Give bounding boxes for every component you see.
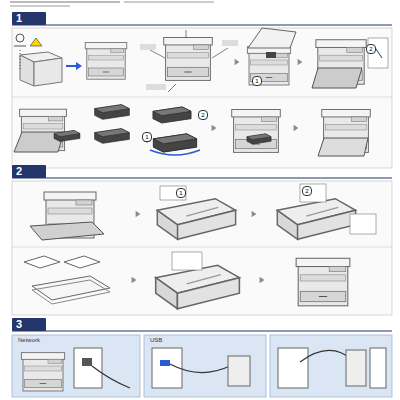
rect-shape [160, 360, 170, 366]
rect-shape [10, 5, 70, 7]
rect-shape [266, 52, 276, 58]
outline-shape [92, 366, 130, 388]
rect-shape [82, 358, 92, 366]
device-drawing [132, 277, 137, 283]
device-drawing [296, 258, 350, 306]
rect-shape [124, 1, 214, 3]
leader-line [14, 46, 26, 47]
outline-shape [30, 38, 42, 46]
rect-shape [222, 40, 238, 46]
section-tab: 3 [12, 318, 46, 331]
callout-number: 2 [198, 110, 208, 120]
device-drawing [85, 42, 127, 79]
panel-label: Network [18, 337, 40, 344]
leader-line [12, 178, 392, 179]
rect-shape [12, 335, 140, 397]
device-drawing [277, 199, 355, 240]
device-drawing [212, 125, 217, 131]
rect-shape [346, 350, 366, 386]
rect-shape [12, 181, 392, 315]
device-drawing [260, 277, 265, 283]
rect-shape [228, 356, 250, 386]
section-tab: 2 [12, 165, 46, 178]
device-drawing [153, 134, 196, 152]
outline-shape [150, 150, 200, 155]
device-drawing [95, 105, 130, 120]
device-drawing [247, 134, 271, 144]
leader-line [20, 50, 21, 70]
callout-number: 2 [366, 44, 376, 54]
rect-shape [10, 1, 120, 3]
device-drawing [247, 47, 290, 85]
leader-line [186, 30, 187, 38]
rect-shape [144, 335, 266, 397]
callout-number: 2 [302, 186, 312, 196]
outline-shape [170, 364, 230, 373]
section-tab: 1 [12, 12, 46, 25]
device-drawing [252, 211, 257, 217]
leader-line [212, 48, 228, 58]
device-drawing [156, 265, 240, 308]
rect-shape [140, 44, 156, 50]
rect-shape [160, 186, 186, 200]
rect-shape [350, 214, 376, 234]
outline-shape [32, 280, 110, 304]
outline-shape [24, 256, 60, 268]
rect-shape [74, 348, 102, 388]
section-number: 2 [16, 165, 22, 177]
device-drawing [54, 131, 80, 142]
section-number: 3 [16, 318, 22, 330]
device-drawing [136, 211, 141, 217]
device-drawing [153, 107, 191, 123]
section-number: 1 [16, 12, 22, 24]
rect-shape [370, 348, 386, 388]
outline-shape [20, 55, 34, 86]
outline-shape [312, 68, 362, 88]
outline-shape [66, 65, 76, 67]
device-drawing [21, 353, 64, 391]
outline-shape [76, 62, 82, 70]
callout-number: 1 [142, 132, 152, 142]
device-drawing [298, 59, 303, 65]
device-drawing [157, 199, 235, 240]
device-drawing [164, 37, 213, 80]
circle-shape [16, 34, 24, 42]
outline-shape [64, 256, 100, 268]
leader-line [150, 50, 165, 58]
outline-shape [300, 350, 352, 362]
device-drawing [235, 59, 240, 65]
device-drawing [232, 109, 281, 152]
leader-line [12, 247, 392, 248]
rect-shape [300, 184, 326, 202]
leader-line [12, 97, 392, 98]
rect-shape [270, 335, 392, 397]
device-drawing [294, 125, 299, 131]
leader-line [12, 331, 392, 332]
rect-shape [12, 28, 392, 168]
rect-shape [278, 348, 308, 388]
callout-number: 1 [176, 188, 186, 198]
leader-line [12, 25, 392, 26]
outline-shape [318, 138, 368, 156]
outline-shape [30, 222, 104, 240]
device-drawing [95, 129, 130, 144]
outline-shape [248, 28, 296, 48]
callout-number: 1 [252, 76, 262, 86]
rect-shape [146, 84, 166, 90]
rect-shape [172, 252, 202, 270]
leader-line [168, 84, 176, 92]
panel-label: USB [150, 337, 162, 344]
outline-shape [34, 58, 62, 86]
